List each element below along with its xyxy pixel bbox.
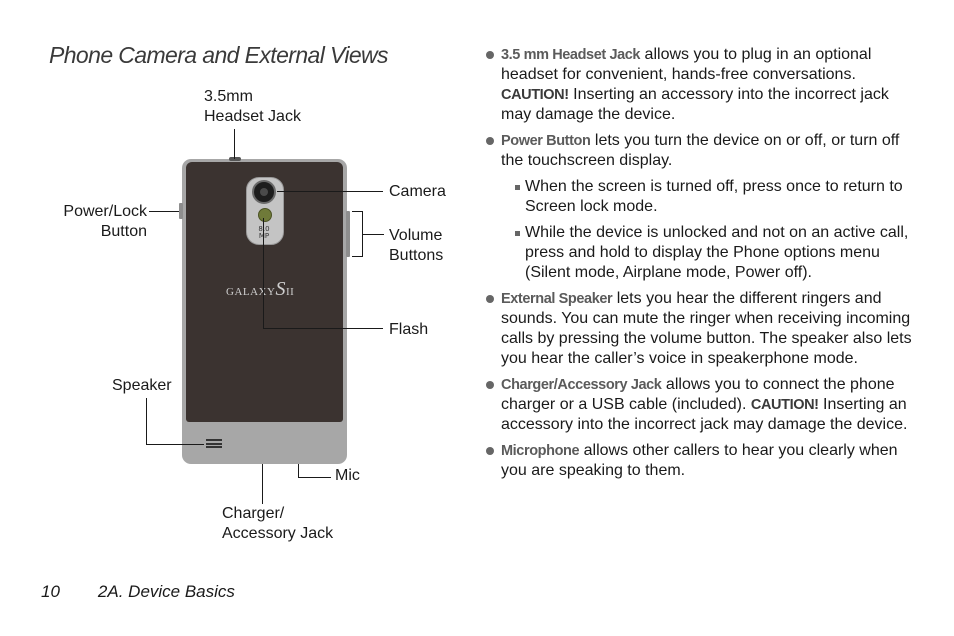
bullet-text: lets you turn the device on or off, or t…	[501, 132, 900, 169]
camera-badge: 8.0 MP	[255, 226, 273, 240]
sub-bullet-square-icon	[515, 231, 520, 236]
leader-speaker-horiz	[146, 444, 204, 445]
leader-mic-horiz	[298, 477, 331, 478]
leader-camera	[277, 191, 383, 192]
bullet-text: allows you to plug in an optional headse…	[501, 46, 872, 83]
sub-bullet-screen-off: When the screen is turned off, press onc…	[483, 177, 923, 217]
leader-volume-out	[362, 234, 384, 235]
brand-logo: GALAXYSII	[226, 278, 294, 301]
page-footer: 10 2A. Device Basics	[41, 582, 235, 602]
label-headset-line1: 3.5mm	[204, 88, 253, 105]
label-power-line2: Button	[100, 223, 147, 240]
leader-flash-horiz	[263, 328, 383, 329]
caution-label: CAUTION!	[501, 87, 569, 103]
bullet-dot-icon	[486, 51, 494, 59]
sub-bullet-text: When the screen is turned off, press onc…	[525, 178, 903, 215]
bullet-term: Microphone	[501, 443, 580, 459]
bullet-external-speaker: External Speaker lets you hear the diffe…	[483, 289, 923, 369]
sub-bullet-square-icon	[515, 185, 520, 190]
bullet-text: allows other callers to hear you clearly…	[501, 442, 898, 479]
bullet-dot-icon	[486, 447, 494, 455]
label-power-line1: Power/Lock	[63, 203, 147, 220]
leader-power	[149, 211, 179, 212]
leader-mic-vert	[298, 464, 299, 478]
phone-back-figure: 8.0 MP GALAXYSII 3.5mm Headset Jack Powe…	[0, 0, 470, 560]
page-title: Phone Camera and External Views	[49, 42, 389, 68]
sub-bullet-text: While the device is unlocked and not on …	[525, 224, 909, 281]
leader-volume-top	[352, 211, 362, 212]
label-flash: Flash	[389, 321, 429, 338]
headset-jack-port	[229, 157, 241, 161]
label-volume-line2: Buttons	[389, 247, 444, 264]
label-volume-line1: Volume	[389, 227, 443, 244]
speaker-grille-icon	[206, 439, 222, 448]
leader-volume-bottom	[352, 256, 362, 257]
brand-suffix: II	[285, 286, 295, 298]
label-charger: Charger/ Accessory Jack	[222, 504, 333, 544]
section-name: 2A. Device Basics	[97, 582, 235, 601]
volume-key	[346, 211, 350, 257]
label-headset-line2: Headset Jack	[204, 108, 301, 125]
bullet-text: lets you hear the different ringers and …	[501, 290, 912, 367]
label-power-lock: Power/Lock Button	[40, 202, 147, 242]
bullet-text-cont: Inserting an accessory into the incorrec…	[501, 396, 908, 433]
bullet-power-button: Power Button lets you turn the device on…	[483, 131, 923, 171]
label-headset-jack: 3.5mm Headset Jack	[204, 87, 301, 127]
label-charger-line2: Accessory Jack	[222, 525, 334, 542]
bullet-headset-jack: 3.5 mm Headset Jack allows you to plug i…	[483, 45, 923, 125]
leader-speaker-vert	[146, 398, 147, 445]
bullet-microphone: Microphone allows other callers to hear …	[483, 441, 923, 481]
label-camera: Camera	[389, 183, 446, 200]
bullet-term: 3.5 mm Headset Jack	[501, 47, 641, 63]
leader-headset	[234, 129, 235, 159]
label-volume: Volume Buttons	[389, 226, 443, 266]
bullet-dot-icon	[486, 295, 494, 303]
bullet-text: allows you to connect the phone charger …	[501, 376, 895, 413]
bullet-dot-icon	[486, 137, 494, 145]
caution-label: CAUTION!	[750, 397, 819, 413]
label-speaker: Speaker	[112, 377, 172, 394]
leader-flash-vert	[263, 218, 264, 329]
brand-prefix: GALAXY	[226, 286, 276, 298]
label-mic: Mic	[335, 467, 360, 484]
camera-lens-icon	[252, 180, 276, 204]
bullet-text-cont: Inserting an accessory into the incorrec…	[501, 86, 889, 123]
label-charger-line1: Charger/	[222, 505, 285, 522]
bullet-term: External Speaker	[501, 291, 613, 307]
flash-led-icon	[258, 208, 272, 222]
bullet-charger-jack: Charger/Accessory Jack allows you to con…	[483, 375, 923, 435]
power-lock-key	[179, 203, 183, 219]
bullet-dot-icon	[486, 381, 494, 389]
description-column: 3.5 mm Headset Jack allows you to plug i…	[483, 45, 923, 487]
brand-big: S	[275, 278, 286, 300]
bullet-term: Power Button	[501, 133, 591, 149]
page-number: 10	[41, 582, 60, 601]
bullet-term: Charger/Accessory Jack	[501, 377, 662, 393]
leader-charger	[262, 464, 263, 504]
sub-bullet-phone-options: While the device is unlocked and not on …	[483, 223, 923, 283]
